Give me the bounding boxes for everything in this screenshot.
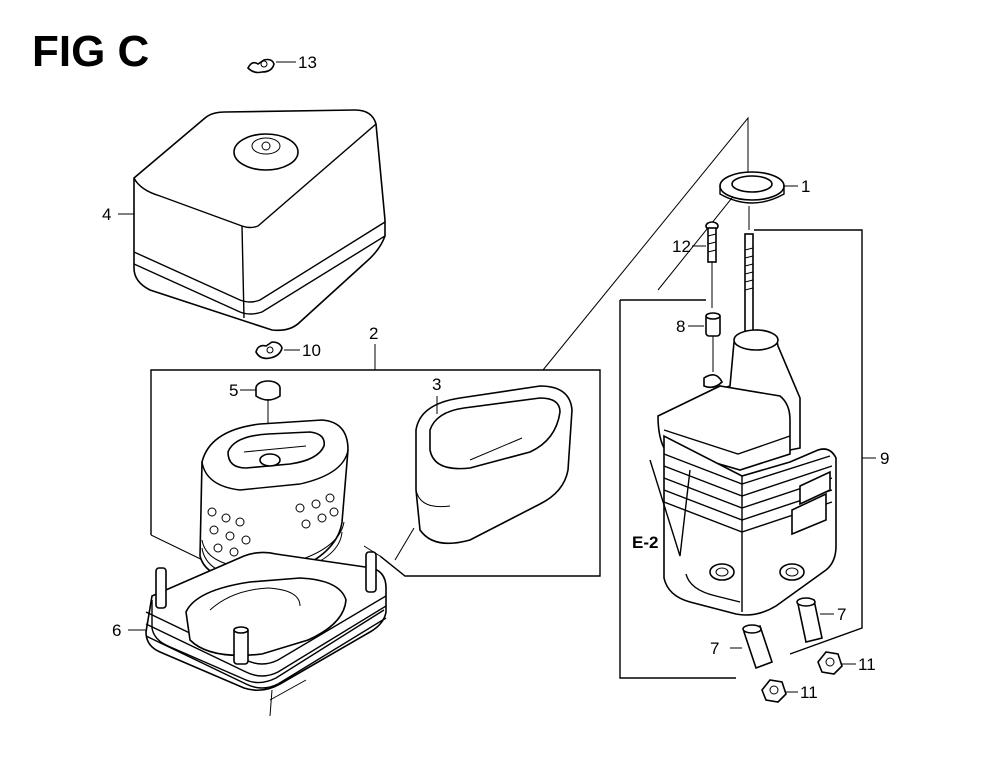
nut-5: [255, 380, 281, 455]
figure-title: FIG C: [32, 27, 149, 76]
assembly-bracket-2: [150, 369, 601, 577]
foam-element-3: [415, 385, 573, 545]
callout-3: 3: [432, 375, 441, 394]
wing-nut-10: [255, 341, 283, 360]
screw-12: [705, 221, 719, 308]
nut-11-left: [761, 679, 787, 703]
reference-leader: [649, 459, 691, 557]
callout-7a: 7: [710, 639, 719, 658]
callout-10: 10: [302, 341, 321, 360]
reference-label: E-2: [632, 533, 658, 552]
callout-9: 9: [880, 449, 889, 468]
callout-11b: 11: [858, 655, 876, 674]
air-intake-elbow: [657, 329, 837, 616]
callout-8: 8: [676, 317, 685, 336]
assembly-bracket-9: [619, 300, 736, 679]
callout-12: 12: [672, 237, 691, 256]
callout-11a: 11: [800, 683, 818, 702]
callout-5: 5: [229, 381, 238, 400]
callout-13: 13: [298, 53, 317, 72]
callout-7b: 7: [837, 605, 846, 624]
leader-assembly: [542, 116, 749, 371]
gasket-1: [719, 171, 785, 204]
wing-nut-13: [247, 58, 275, 74]
collar-8: [705, 312, 721, 372]
air-cleaner-base-6: [145, 551, 387, 717]
nut-11-right: [817, 651, 843, 675]
tube-7-left: [742, 624, 774, 670]
callout-4: 4: [102, 205, 111, 224]
air-filter-element: [199, 419, 349, 581]
callout-1: 1: [801, 177, 810, 196]
callout-2: 2: [369, 324, 378, 343]
callout-6: 6: [112, 621, 121, 640]
air-cleaner-cover-4: [133, 109, 386, 332]
tube-7-right: [796, 597, 823, 643]
